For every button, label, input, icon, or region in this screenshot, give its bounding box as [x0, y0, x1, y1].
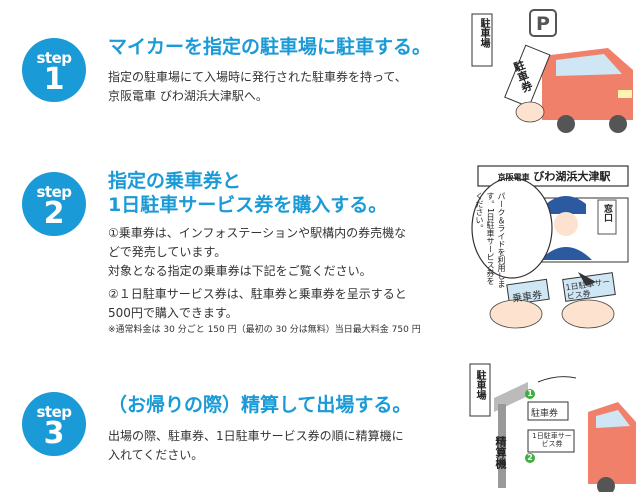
step-3-badge: step 3: [22, 392, 86, 456]
fee-note: ※通常料金は 30 分ごと 150 円（最初の 30 分は無料）当日最大料金 7…: [108, 325, 421, 335]
step-2-badge: step 2: [22, 172, 86, 236]
parking-car-illustration: P: [471, 9, 633, 133]
ticket-window-illustration: [471, 165, 629, 329]
text-line: 対象となる指定の乗車券は下記をご覧ください。: [108, 264, 372, 278]
step-marker-2: [525, 453, 535, 463]
parking-sign-label: 駐車場: [474, 370, 485, 400]
step-2-title: 指定の乗車券と 1日駐車サービス券を購入する。: [108, 169, 387, 217]
step-number: 2: [43, 196, 65, 231]
step-1: step 1 マイカーを指定の駐車場に駐車する。 指定の駐車場にて入場時に発行さ…: [0, 0, 638, 150]
step-2-text: ①乗車券は、インフォステーションや駅構内の券売機な どで発売しています。 対象と…: [108, 224, 421, 337]
marker-1-label: 1: [527, 389, 533, 398]
step-1-text: 指定の駐車場にて入場時に発行された駐車券を持って、 京阪電車 びわ湖浜大津駅へ。: [108, 68, 407, 106]
step-marker-1: [525, 389, 535, 399]
step-word: step: [36, 183, 72, 201]
slot2-label: 1日駐車サービス券: [532, 432, 572, 448]
step-3: step 3 （お帰りの際）精算して出場する。 出場の際、駐車券、1日駐車サービ…: [0, 350, 638, 492]
text-line: 出場の際、駐車券、1日駐車サービス券の順に精算機に: [108, 429, 404, 443]
title-line: 指定の乗車券と: [108, 170, 242, 192]
step-3-title: （お帰りの際）精算して出場する。: [108, 394, 412, 416]
step-word: step: [36, 403, 72, 421]
step-number: 3: [43, 416, 65, 451]
pay-machine-label: 精算機: [494, 436, 507, 469]
step-1-title: マイカーを指定の駐車場に駐車する。: [108, 36, 432, 58]
ticket-icon: [504, 44, 551, 108]
window-label: 窓口: [602, 204, 612, 222]
text-line: ②１日駐車サービス券は、駐車券と乗車券を呈示すると: [108, 287, 407, 301]
title-line: 1日駐車サービス券を購入する。: [108, 194, 388, 216]
parking-sign-label: 駐車場: [478, 18, 489, 48]
speech-bubble-text: パーク＆ライドを利用します。1日駐車サービス券をください。: [475, 192, 506, 288]
step-word: step: [36, 49, 72, 67]
text-line: 500円で購入できます。: [108, 306, 238, 320]
pay-machine-illustration: [469, 363, 636, 492]
text-line: ①乗車券は、インフォステーションや駅構内の券売機な: [108, 226, 407, 240]
p-glyph: P: [536, 13, 550, 35]
text-line: 京阪電車 びわ湖浜大津駅へ。: [108, 89, 268, 103]
parking-p-icon: [529, 9, 557, 37]
station-brand: 京阪電車: [497, 173, 530, 182]
step-3-text: 出場の際、駐車券、1日駐車サービス券の順に精算機に 入れてください。: [108, 427, 404, 465]
text-line: 指定の駐車場にて入場時に発行された駐車券を持って、: [108, 70, 407, 84]
slot1-label: 駐車券: [531, 409, 559, 419]
step-number: 1: [43, 62, 65, 97]
station-sign: 京阪電車 びわ湖浜大津駅: [480, 168, 628, 184]
text-line: 入れてください。: [108, 448, 204, 462]
step-2: step 2 指定の乗車券と 1日駐車サービス券を購入する。 ①乗車券は、インフ…: [0, 150, 638, 350]
step-1-badge: step 1: [22, 38, 86, 102]
text-line: どで発売しています。: [108, 245, 227, 259]
station-name: びわ湖浜大津駅: [533, 170, 611, 183]
marker-2-label: 2: [527, 453, 533, 462]
